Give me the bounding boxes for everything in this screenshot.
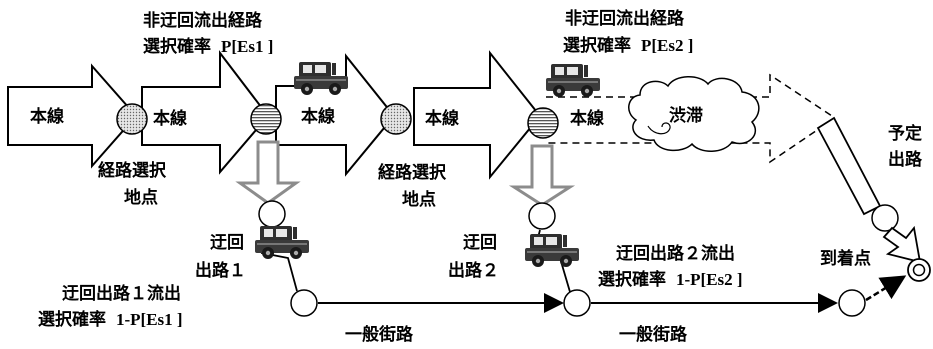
non-detour-prob-1-line1: 非迂回流出経路 [143, 10, 263, 31]
main-line-label-1: 本線 [30, 106, 64, 127]
detour-node-1 [258, 200, 286, 228]
arrival-point-label: 到着点 [820, 248, 871, 269]
general-road-node-2 [563, 289, 591, 317]
planned-exit-node [871, 204, 899, 232]
main-line-dashed-arrow [546, 73, 837, 164]
route-point-1-line2: 地点 [124, 187, 158, 208]
route-choice-point-1 [250, 103, 282, 135]
node-main-1 [116, 103, 148, 135]
main-line-label-2: 本線 [153, 108, 187, 129]
congestion-cloud-icon [628, 76, 760, 152]
main-line-label-5: 本線 [570, 108, 604, 129]
arrival-target-icon [907, 258, 931, 282]
planned-exit-ramp [816, 116, 882, 216]
detour-exit-2-line1: 迂回 [463, 233, 497, 253]
general-road-node-3 [838, 289, 866, 317]
detour-down-arrow-1 [235, 140, 301, 205]
general-road-label-1: 一般街路 [345, 324, 414, 345]
planned-exit-arrow [882, 225, 922, 264]
main-line-arrow-1 [7, 63, 138, 169]
car-icon [525, 234, 579, 267]
detour-exit-2-line2: 出路２ [448, 260, 499, 281]
detour-down-arrow-2 [508, 144, 576, 207]
route-point-2-line2: 地点 [402, 189, 436, 210]
detour-exit-1-line1: 迂回 [210, 233, 244, 253]
main-line-arrow-2 [141, 50, 270, 175]
non-detour-prob-2-line1: 非迂回流出経路 [565, 8, 685, 29]
node-main-3 [380, 103, 412, 135]
planned-exit-line1: 予定 [888, 123, 922, 144]
congestion-label: 渋滞 [669, 105, 703, 126]
main-line-label-3: 本線 [301, 106, 335, 127]
detour-prob-2-line1: 迂回出路２流出 [616, 243, 735, 264]
car-icon [255, 226, 309, 259]
planned-exit-line2: 出路 [888, 149, 923, 170]
detour-prob-1-line1: 迂回出路１流出 [62, 283, 181, 304]
detour-exit-1-line2: 出路１ [195, 260, 246, 281]
route-point-2-line1: 経路選択 [378, 162, 447, 183]
route-point-1-line1: 経路選択 [98, 160, 167, 181]
route-choice-point-2 [527, 107, 559, 139]
arrival-arrow [865, 275, 907, 302]
general-road-label-2: 一般街路 [619, 324, 688, 345]
car-icon [546, 64, 600, 97]
main-line-arrow-4 [413, 50, 542, 180]
general-road-node-1 [290, 289, 318, 317]
detour-node-2 [528, 202, 556, 230]
main-line-label-4: 本線 [425, 108, 459, 129]
